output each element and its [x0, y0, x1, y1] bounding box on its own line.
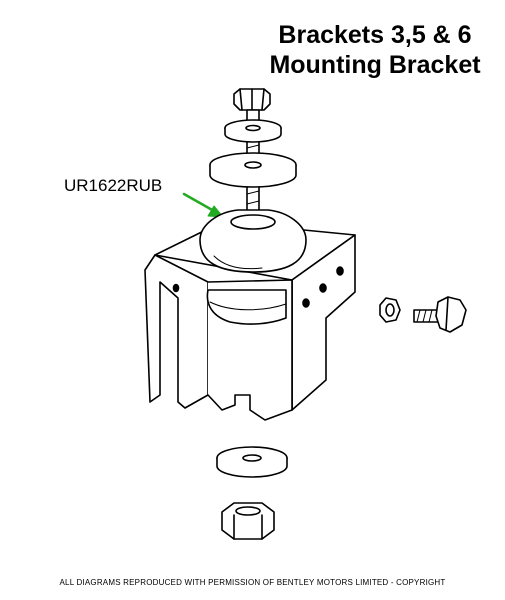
top-bolt-head: [233, 88, 271, 111]
large-washer: [209, 152, 297, 188]
title-line-1: Brackets 3,5 & 6: [278, 21, 472, 49]
callout-arrow: [182, 192, 224, 218]
side-bolt: [413, 296, 467, 333]
part-number-label: UR1622RUB: [64, 176, 163, 195]
bottom-nut: [221, 502, 275, 540]
rubber-mounting: [199, 209, 307, 325]
bottom-washer: [216, 446, 288, 478]
side-nut: [379, 297, 401, 323]
copyright-notice: ALL DIAGRAMS REPRODUCED WITH PERMISSION …: [59, 578, 446, 587]
diagram-title: Brackets 3,5 & 6 Mounting Bracket: [250, 20, 500, 80]
title-line-2: Mounting Bracket: [269, 51, 481, 79]
small-washer: [224, 119, 282, 143]
